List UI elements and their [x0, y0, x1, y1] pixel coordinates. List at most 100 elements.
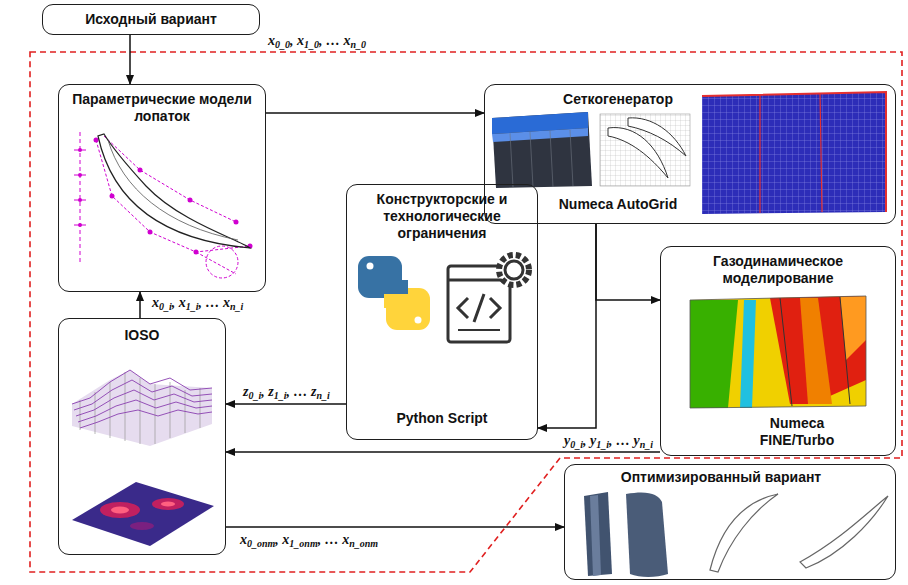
blade-parametric-sketch-part-part	[78, 198, 82, 202]
flow-arrow	[226, 526, 564, 528]
mesh-blade-to-blade-part	[628, 118, 686, 156]
box-subtitle: Python Script	[352, 410, 532, 427]
box-heading: Сеткогенератор	[543, 91, 693, 108]
box-heading: IOSO	[63, 327, 221, 344]
mesh-meridional-view-part	[820, 93, 822, 212]
variable-vector-label: z0_i, z1_i, … zn_i	[241, 384, 332, 401]
mesh-3d-view-part	[492, 128, 588, 142]
process-box: Оптимизированный вариант	[564, 464, 896, 580]
blade-parametric-sketch-part-part	[104, 136, 236, 222]
response-surface-3d-part-part	[80, 410, 212, 428]
optimized-blades-picture-part	[626, 492, 668, 577]
script-icon-part	[458, 329, 500, 331]
mesh-3d-view-part-part	[570, 130, 573, 186]
box-heading: Газодинамическое моделирование	[668, 253, 888, 287]
mesh-meridional-view-part	[702, 92, 886, 212]
response-surface-contour-part	[130, 522, 154, 530]
box-subtitle: Numeca FINE/Turbo	[749, 415, 845, 449]
process-box: Исходный вариант	[42, 4, 260, 35]
blade-parametric-sketch-part	[108, 140, 238, 240]
cfd-contour-picture-part	[840, 297, 850, 404]
cfd-contour-picture-part	[690, 296, 866, 408]
flow-arrow	[226, 403, 346, 405]
flow-arrow	[226, 451, 660, 453]
response-surface-3d-part-part	[78, 400, 212, 422]
mesh-meridional-view-part	[702, 92, 886, 214]
blade-parametric-sketch-part-part	[138, 168, 143, 173]
optimized-blades-picture-part	[584, 492, 612, 576]
optimized-blades-picture-part	[710, 494, 778, 572]
response-surface-3d-part-part	[125, 372, 126, 441]
optimized-blades-picture	[584, 492, 888, 577]
blade-parametric-sketch-part	[98, 134, 250, 248]
blade-parametric-sketch-part-part	[110, 194, 115, 199]
cfd-contour-picture-part	[780, 298, 792, 406]
cfd-contour-picture-part	[690, 300, 738, 408]
cfd-contour-picture-part	[770, 296, 866, 404]
box-subtitle: Numeca AutoGrid	[543, 196, 693, 213]
response-surface-3d-part-part	[170, 382, 171, 438]
response-surface-3d-part-part	[110, 382, 111, 438]
process-box: IOSO	[58, 318, 226, 555]
optimized-blades-picture-part	[590, 495, 601, 576]
mesh-blade-to-blade	[600, 114, 690, 186]
process-box: СеткогенераторNumeca AutoGrid	[484, 84, 896, 224]
blade-parametric-sketch-part-part	[194, 250, 199, 255]
variable-vector-label: y0_i, y1_i, … yn_i	[562, 433, 655, 450]
blade-parametric-sketch	[74, 132, 253, 278]
response-surface-contour-part	[100, 502, 140, 518]
blade-parametric-sketch-part-part	[148, 230, 153, 235]
box-heading: Параметрические модели лопаток	[63, 91, 261, 125]
process-box: Газодинамическое моделированиеNumeca FIN…	[660, 246, 896, 456]
flow-arrow	[129, 35, 131, 84]
python-logo-part	[384, 294, 410, 308]
response-surface-contour-part	[152, 498, 184, 510]
blade-parametric-sketch-part-part	[78, 173, 82, 177]
mesh-meridional-view-part	[759, 95, 760, 213]
cfd-contour-picture	[690, 296, 866, 408]
python-logo-part	[380, 280, 408, 296]
loop-boundary	[30, 52, 902, 572]
optimized-blades-picture-part	[800, 496, 888, 568]
blade-parametric-sketch-part-part	[196, 252, 236, 274]
python-logo-part	[367, 263, 374, 270]
response-surface-contour-part	[161, 502, 175, 507]
flow-arrow	[596, 224, 660, 300]
response-surface-3d-part	[72, 370, 212, 446]
box-heading: Исходный вариант	[49, 11, 253, 28]
cfd-contour-picture-part	[840, 296, 866, 360]
flow-arrow	[139, 292, 141, 318]
flow-arrow	[266, 112, 484, 114]
script-icon-part	[505, 261, 523, 279]
response-surface-3d-part-part	[72, 370, 212, 404]
script-icon-part	[458, 294, 500, 322]
blade-parametric-sketch-part-part	[78, 148, 82, 152]
blade-parametric-sketch-part	[74, 132, 250, 278]
variable-vector-label: x0_опт, x1_опт, … xn_опт	[238, 532, 380, 549]
mesh-blade-to-blade-part	[600, 114, 690, 186]
box-heading: Оптимизированный вариант	[611, 469, 831, 486]
blade-parametric-sketch-part-part	[234, 220, 239, 225]
python-logo-part	[415, 317, 422, 324]
mesh-3d-view-part-part	[530, 132, 533, 187]
response-surface-contour-part	[111, 507, 129, 514]
variable-vector-label: x0_i, x1_i, … xn_i	[150, 295, 245, 312]
response-surface-3d-part-part	[95, 392, 96, 434]
response-surface-3d-part-part	[155, 384, 156, 444]
script-icon-part	[448, 266, 510, 342]
flow-arrow	[538, 224, 596, 428]
mesh-meridional-view	[702, 92, 886, 214]
variable-vector-label: x0_0, x1_0, … xn_0	[266, 33, 368, 50]
mesh-3d-view-part	[510, 130, 573, 187]
python-logo	[358, 256, 430, 330]
cfd-contour-picture-part	[800, 298, 832, 404]
response-surface-3d-part	[72, 370, 212, 428]
response-surface-contour-part	[72, 482, 214, 546]
blade-parametric-sketch-part-part	[96, 140, 250, 252]
mesh-3d-view-part-part	[550, 131, 553, 187]
script-icon-part	[499, 255, 529, 285]
mesh-meridional-view-part	[702, 92, 886, 214]
